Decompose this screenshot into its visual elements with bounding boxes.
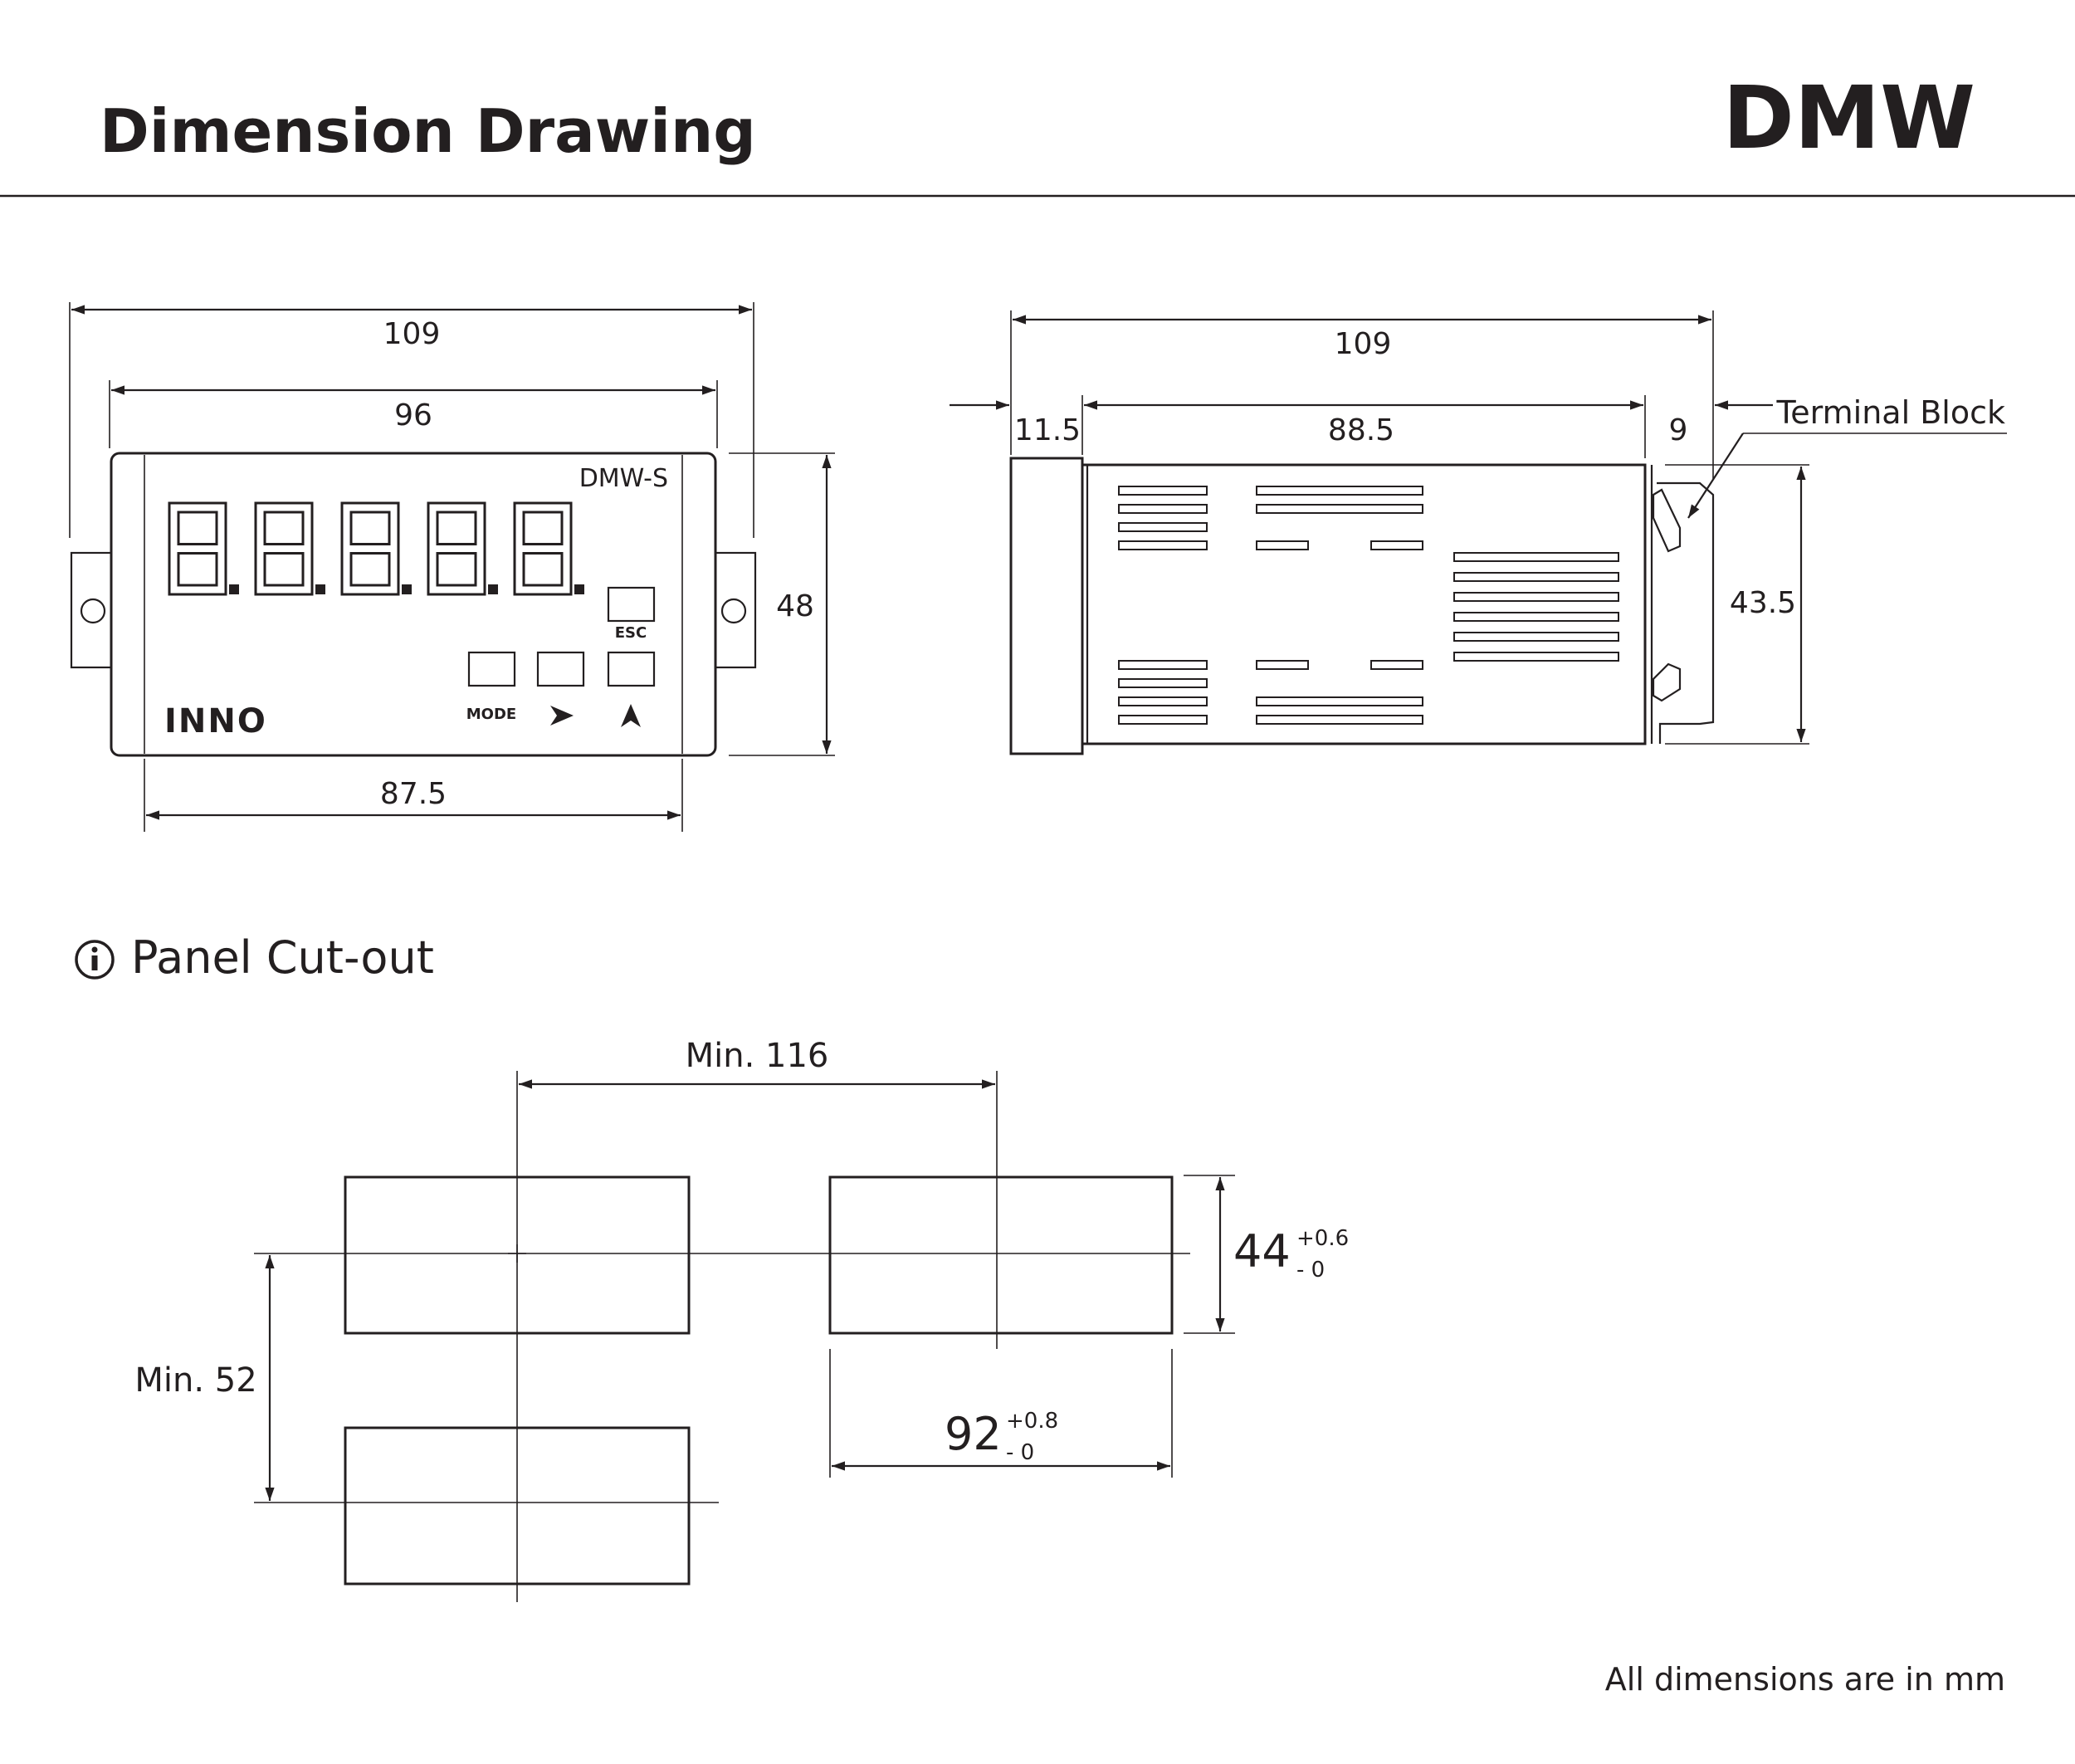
dim-min-52: Min. 52 <box>134 1361 256 1400</box>
decimal-point <box>574 584 584 594</box>
vent-slot <box>1453 612 1619 622</box>
right-mounting-ear <box>714 551 757 669</box>
front-view: DMW-S ESC MODE INNO 109 96 87.5 48 <box>69 302 835 832</box>
vent-slot <box>1256 486 1423 496</box>
display-digit <box>513 501 584 596</box>
decimal-point <box>402 584 412 594</box>
vent-slot <box>1453 592 1619 602</box>
model-title: DMW <box>1722 67 1975 169</box>
vent-slot <box>1453 572 1619 582</box>
vent-slot <box>1118 522 1208 532</box>
dim-front-109: 109 <box>383 317 441 351</box>
vent-slot <box>1118 696 1208 706</box>
vent-slot <box>1453 632 1619 642</box>
up-arrow-icon <box>621 704 641 727</box>
vent-slots <box>1118 486 1619 725</box>
info-icon <box>75 940 115 980</box>
vent-slot <box>1118 486 1208 496</box>
side-body <box>1081 463 1647 745</box>
dim-44-tol-plus: +0.6 <box>1296 1226 1349 1251</box>
decimal-point <box>229 584 239 594</box>
right-button <box>536 651 585 687</box>
dim-44: 44 <box>1233 1225 1291 1278</box>
front-model-label: DMW-S <box>579 464 668 493</box>
side-front-bezel <box>1009 457 1084 755</box>
terminal-clip-bottom <box>1652 662 1682 702</box>
vent-slot <box>1370 660 1423 670</box>
brand-logo: INNO <box>164 702 267 740</box>
vent-slot <box>1118 678 1208 688</box>
vent-slot <box>1453 652 1619 662</box>
display-digit <box>427 501 498 596</box>
dim-92: 92 <box>945 1408 1002 1460</box>
units-note: All dimensions are in mm <box>1605 1661 2005 1698</box>
dim-front-48: 48 <box>776 589 814 623</box>
vent-slot <box>1118 540 1208 550</box>
terminal-block-label: Terminal Block <box>1776 394 2005 431</box>
mode-label: MODE <box>466 706 516 723</box>
display-digit <box>168 501 239 596</box>
vent-slot <box>1118 504 1208 514</box>
up-button <box>607 651 656 687</box>
cutout-title: Panel Cut-out <box>131 931 434 984</box>
vent-slot <box>1256 540 1309 550</box>
decimal-point <box>488 584 498 594</box>
dim-92-tol-minus: - 0 <box>1006 1440 1034 1465</box>
vent-slot <box>1118 715 1208 725</box>
mode-button <box>467 651 516 687</box>
vent-slot <box>1118 660 1208 670</box>
display-digit <box>340 501 412 596</box>
dim-min-116: Min. 116 <box>686 1037 829 1075</box>
cutout-top-right <box>828 1175 1174 1335</box>
dim-92-tol-plus: +0.8 <box>1006 1409 1058 1434</box>
vent-slot <box>1256 660 1309 670</box>
right-arrow-icon <box>550 706 574 726</box>
dim-side-43-5: 43.5 <box>1730 586 1796 620</box>
display-digit <box>254 501 325 596</box>
left-mounting-ear <box>70 551 113 669</box>
vent-slot <box>1256 504 1423 514</box>
side-view: 109 11.5 88.5 9 43.5 Terminal Block <box>950 310 2007 755</box>
dim-front-87-5: 87.5 <box>380 777 447 811</box>
panel-cutout-section: Panel Cut-out Min. 116 Min. 52 44 +0.6 -… <box>75 931 1349 1602</box>
vent-slot <box>1256 696 1423 706</box>
dim-front-96: 96 <box>394 398 432 432</box>
terminal-clip-top <box>1652 488 1682 553</box>
terminal-block <box>1657 481 1715 744</box>
esc-button <box>607 586 656 623</box>
dim-side-109: 109 <box>1335 327 1392 361</box>
page-title: Dimension Drawing <box>100 96 756 166</box>
dim-side-9: 9 <box>1669 413 1688 447</box>
vent-slot <box>1370 540 1423 550</box>
dim-side-11-5: 11.5 <box>1014 413 1081 447</box>
vent-slot <box>1453 552 1619 562</box>
decimal-point <box>315 584 325 594</box>
vent-slot <box>1256 715 1423 725</box>
segment-display <box>168 501 584 596</box>
esc-label: ESC <box>615 624 647 642</box>
dim-44-tol-minus: - 0 <box>1296 1258 1325 1283</box>
dim-side-88-5: 88.5 <box>1328 413 1394 447</box>
terminal-leader <box>1687 432 1744 519</box>
